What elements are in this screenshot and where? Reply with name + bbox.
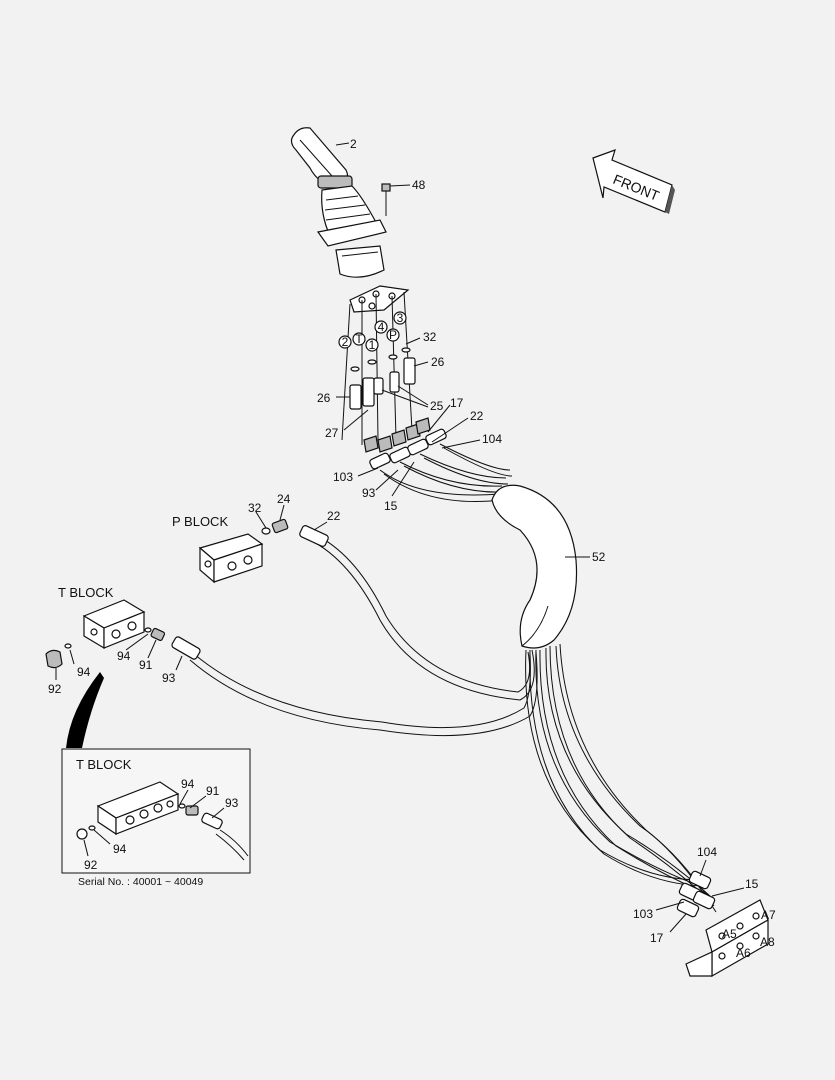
port-4: 4 bbox=[378, 320, 385, 334]
port-a7: A7 bbox=[761, 908, 776, 922]
label-92b: 92 bbox=[84, 858, 98, 872]
label-94a: 94 bbox=[77, 665, 91, 679]
p-block-label: P BLOCK bbox=[172, 514, 228, 529]
label-93b: 93 bbox=[162, 671, 176, 685]
label-15b: 15 bbox=[745, 877, 759, 891]
joystick-base bbox=[335, 245, 385, 278]
protective-sleeve bbox=[491, 484, 578, 649]
label-93c: 93 bbox=[225, 796, 239, 810]
label-104b: 104 bbox=[697, 845, 717, 859]
t-block bbox=[45, 599, 166, 669]
inset-detail-box bbox=[61, 748, 251, 874]
label-17a: 17 bbox=[450, 396, 464, 410]
label-25: 25 bbox=[430, 399, 444, 413]
hose-bundle-lower bbox=[525, 643, 717, 913]
label-32a: 32 bbox=[423, 330, 437, 344]
label-22b: 22 bbox=[327, 509, 341, 523]
label-27: 27 bbox=[325, 426, 339, 440]
port-p: P bbox=[389, 328, 397, 342]
label-104a: 104 bbox=[482, 432, 502, 446]
label-94c: 94 bbox=[181, 777, 195, 791]
port-2: 2 bbox=[342, 335, 349, 349]
label-22a: 22 bbox=[470, 409, 484, 423]
label-103a: 103 bbox=[333, 470, 353, 484]
t-block-label: T BLOCK bbox=[58, 585, 114, 600]
joystick-boot bbox=[316, 185, 387, 247]
label-94b: 94 bbox=[117, 649, 131, 663]
label-92a: 92 bbox=[48, 682, 62, 696]
leader-lines bbox=[55, 142, 745, 933]
inset-callout-pointer bbox=[66, 672, 104, 748]
port-t: T bbox=[355, 332, 363, 346]
label-24: 24 bbox=[277, 492, 291, 506]
hose-fittings-upper bbox=[363, 417, 447, 470]
port-3: 3 bbox=[397, 311, 404, 325]
hose-fittings-lower bbox=[676, 870, 716, 918]
port-a8: A8 bbox=[760, 935, 775, 949]
hose-to-p-block bbox=[299, 525, 535, 701]
label-91b: 91 bbox=[206, 784, 220, 798]
p-block bbox=[198, 518, 289, 584]
label-26b: 26 bbox=[317, 391, 331, 405]
bolt-48 bbox=[381, 183, 391, 216]
port-1: 1 bbox=[369, 338, 376, 352]
label-2: 2 bbox=[350, 137, 357, 151]
joystick-handle bbox=[290, 127, 353, 189]
adapters bbox=[349, 347, 416, 410]
port-a6: A6 bbox=[736, 946, 751, 960]
part-labels: 2 48 32 26 26 25 27 17 22 104 103 93 15 … bbox=[48, 137, 776, 960]
control-valve-bracket bbox=[685, 899, 769, 978]
label-26a: 26 bbox=[431, 355, 445, 369]
hose-to-t-block bbox=[171, 636, 538, 737]
label-52: 52 bbox=[592, 550, 606, 564]
label-32b: 32 bbox=[248, 501, 262, 515]
label-91a: 91 bbox=[139, 658, 153, 672]
port-markers: 2 T 1 4 P 3 bbox=[338, 311, 407, 352]
label-94d: 94 bbox=[113, 842, 127, 856]
label-103b: 103 bbox=[633, 907, 653, 921]
label-15a: 15 bbox=[384, 499, 398, 513]
label-48: 48 bbox=[412, 178, 426, 192]
front-direction-arrow: FRONT bbox=[592, 149, 675, 214]
serial-number-note: Serial No. : 40001 ~ 40049 bbox=[78, 876, 203, 888]
t-block-inset-label: T BLOCK bbox=[76, 757, 132, 772]
port-a5: A5 bbox=[722, 927, 737, 941]
pilot-valve-plate bbox=[341, 285, 413, 445]
label-93a: 93 bbox=[362, 486, 376, 500]
label-17b: 17 bbox=[650, 931, 664, 945]
